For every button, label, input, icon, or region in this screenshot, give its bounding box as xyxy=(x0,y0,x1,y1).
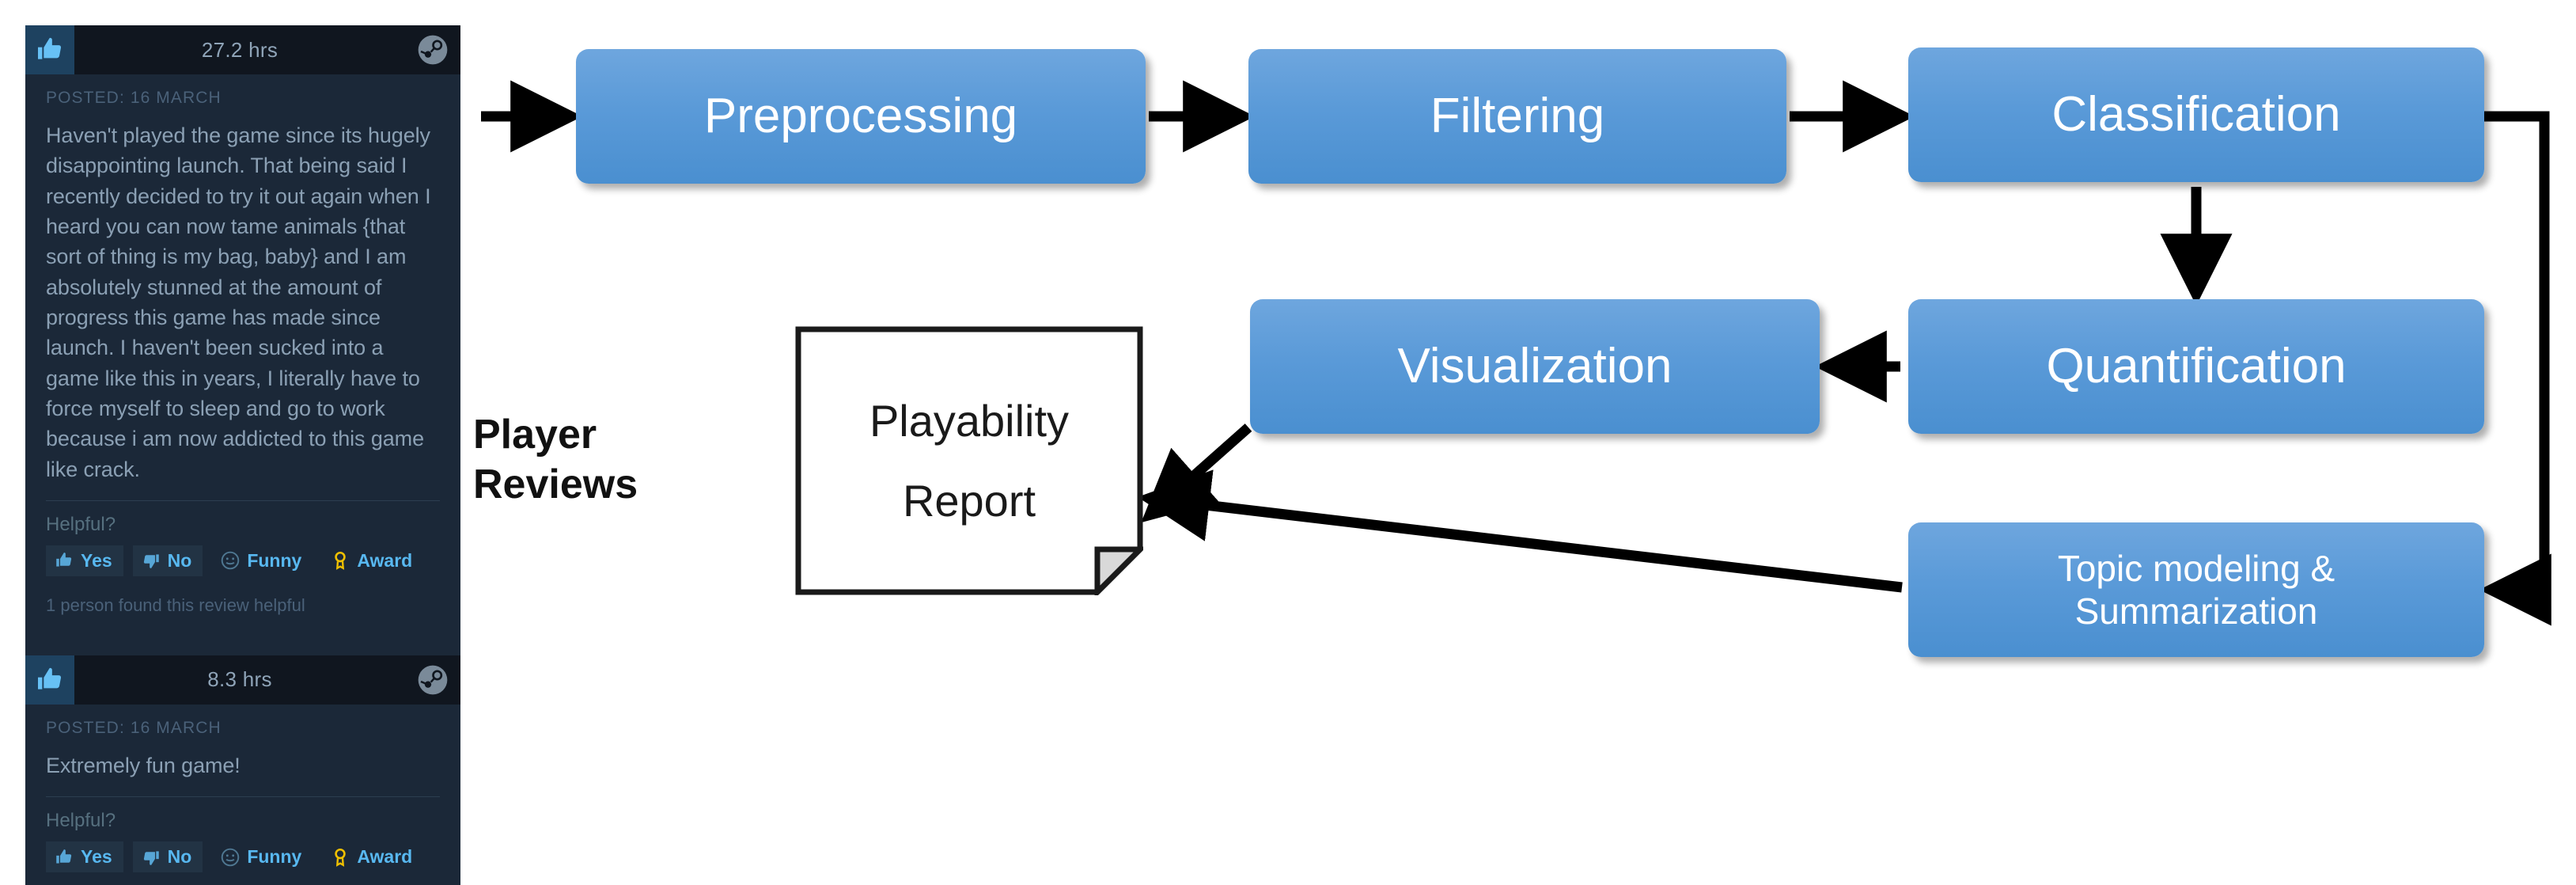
thumbs-up-icon xyxy=(54,550,74,571)
node-preprocessing[interactable]: Preprocessing xyxy=(576,49,1146,184)
divider xyxy=(46,499,440,501)
vote-label: Funny xyxy=(247,846,302,868)
smiley-icon xyxy=(220,550,241,571)
review-body: POSTED: 16 MARCH Extremely fun game! Hel… xyxy=(25,704,460,885)
edge-classification-to-topic xyxy=(2479,111,2551,626)
smiley-icon xyxy=(220,847,241,868)
review-text: Extremely fun game! xyxy=(46,753,241,777)
edge-visualization-to-report xyxy=(1141,424,1252,523)
player-reviews-panel: 27.2 hrs POSTED: 16 MARCH Haven't played… xyxy=(25,25,460,885)
review-text: Haven't played the game since its hugely… xyxy=(46,123,431,481)
vote-label: Funny xyxy=(247,549,302,571)
review-posted-date: POSTED: 16 MARCH xyxy=(46,89,222,107)
node-label: Topic modeling &Summarization xyxy=(2057,547,2335,632)
review-body: POSTED: 16 MARCH Haven't played the game… xyxy=(25,74,460,635)
node-label: Classification xyxy=(2051,87,2341,142)
award-medal-icon xyxy=(330,847,350,868)
vote-row: Yes No Funny xyxy=(46,841,440,880)
vote-award-button[interactable]: Award xyxy=(322,545,423,576)
playability-report-document: Playability Report xyxy=(795,326,1147,599)
vote-label: Award xyxy=(357,549,413,571)
node-label: Preprocessing xyxy=(703,89,1018,144)
node-label: Visualization xyxy=(1397,339,1673,394)
steam-logo-icon xyxy=(405,25,460,74)
playtime-hours: 27.2 hrs xyxy=(201,37,278,62)
node-label: Quantification xyxy=(2046,339,2347,394)
document-shape xyxy=(795,326,1147,599)
diagram-canvas: 27.2 hrs POSTED: 16 MARCH Haven't played… xyxy=(25,25,2551,885)
edge-topic-to-report xyxy=(1137,469,1903,593)
vote-no-button[interactable]: No xyxy=(132,545,203,576)
helpful-label: Helpful? xyxy=(46,810,116,832)
review-header: 27.2 hrs xyxy=(25,25,460,74)
helpful-count: 1 person found this review helpful xyxy=(46,594,305,615)
vote-label: Yes xyxy=(81,549,112,571)
node-label: Filtering xyxy=(1430,89,1605,144)
helpful-label: Helpful? xyxy=(46,513,116,535)
vote-yes-button[interactable]: Yes xyxy=(46,545,123,576)
card-gap xyxy=(25,634,460,655)
node-visualization[interactable]: Visualization xyxy=(1250,299,1820,434)
review-header: 8.3 hrs xyxy=(25,655,460,705)
thumbs-up-icon xyxy=(54,847,74,868)
review-card: 27.2 hrs POSTED: 16 MARCH Haven't played… xyxy=(25,25,460,635)
vote-no-button[interactable]: No xyxy=(132,841,203,873)
node-filtering[interactable]: Filtering xyxy=(1248,49,1786,184)
vote-label: No xyxy=(167,846,192,868)
thumbs-up-icon xyxy=(25,655,74,705)
node-classification[interactable]: Classification xyxy=(1908,47,2484,182)
vote-award-button[interactable]: Award xyxy=(322,841,423,872)
playtime-hours: 8.3 hrs xyxy=(207,667,272,692)
thumbs-down-icon xyxy=(141,847,161,868)
steam-logo-icon xyxy=(405,655,460,705)
node-quantification[interactable]: Quantification xyxy=(1908,299,2484,434)
review-card: 8.3 hrs POSTED: 16 MARCH Extremely fun g… xyxy=(25,655,460,885)
award-medal-icon xyxy=(330,550,350,571)
vote-label: Award xyxy=(357,846,413,868)
thumbs-up-icon xyxy=(25,25,74,74)
vote-row: Yes No Funny xyxy=(46,545,440,584)
vote-funny-button[interactable]: Funny xyxy=(212,545,313,576)
node-topic-modeling[interactable]: Topic modeling &Summarization xyxy=(1908,522,2484,657)
thumbs-down-icon xyxy=(141,550,161,571)
vote-label: No xyxy=(167,549,192,571)
vote-funny-button[interactable]: Funny xyxy=(212,841,313,872)
vote-label: Yes xyxy=(81,846,112,868)
vote-yes-button[interactable]: Yes xyxy=(46,841,123,873)
